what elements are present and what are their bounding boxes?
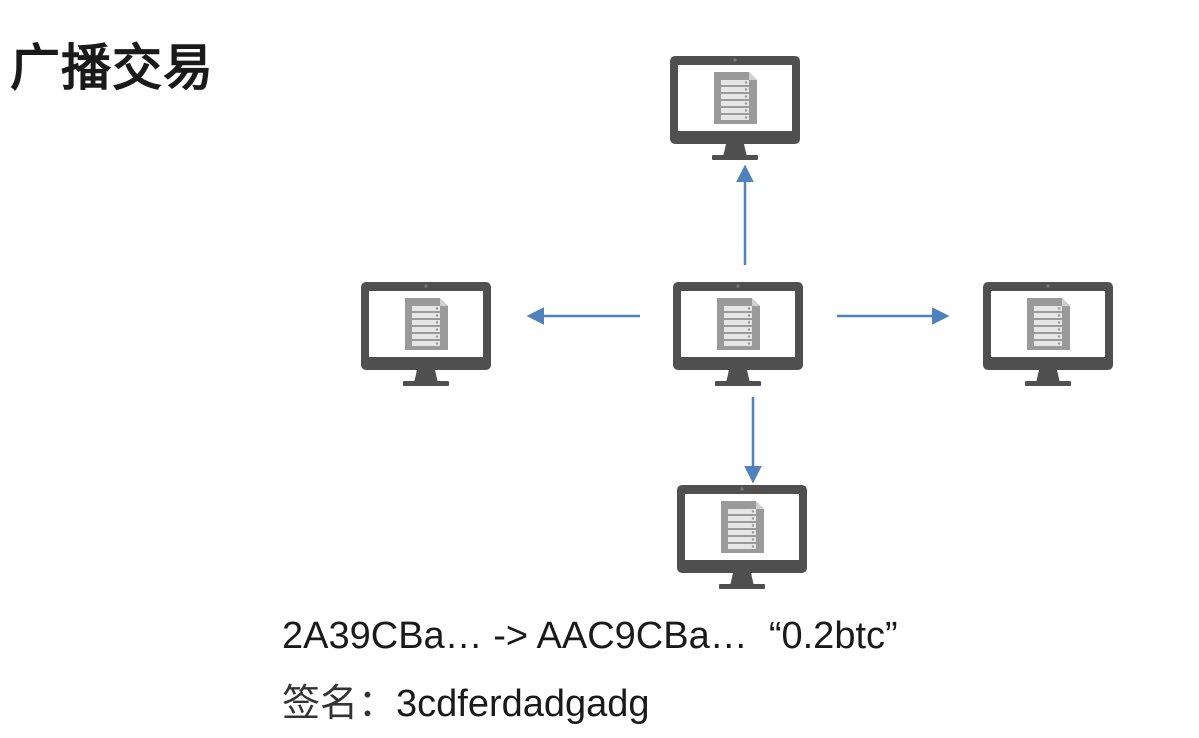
signature-line: 签名：3cdferdadgadg: [282, 672, 650, 727]
computer-right-icon: [983, 282, 1113, 386]
computer-bottom-icon: [677, 485, 807, 589]
computer-left-icon: [361, 282, 491, 386]
signature-label: 签名：: [282, 681, 397, 725]
broadcast-diagram: [361, 56, 1113, 589]
computer-center-icon: [673, 282, 803, 386]
slide-title: 广播交易: [10, 39, 214, 97]
transaction-text: 2A39CBa… -> AAC9CBa… “0.2btc”: [282, 615, 898, 657]
computer-top-icon: [670, 56, 800, 160]
signature-value: 3cdferdadgadg: [396, 683, 650, 725]
